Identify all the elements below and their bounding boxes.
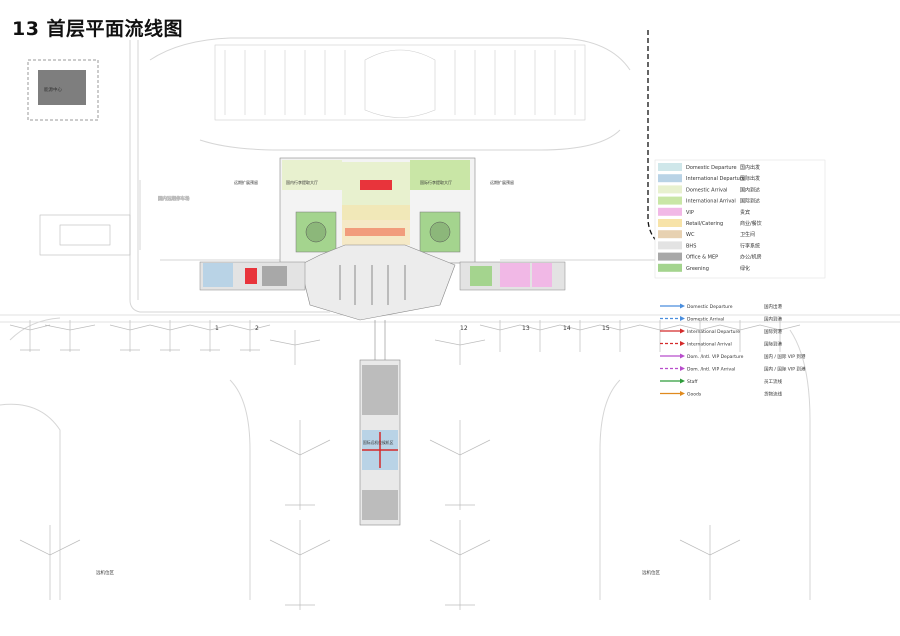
dom-expansion-label: 远期扩展预留 <box>234 179 258 185</box>
legend-area-swatch <box>658 163 682 171</box>
legend-flow-arrowhead <box>680 341 685 346</box>
legend-area-label-cn: 国内到达 <box>740 186 760 193</box>
intl-hall-label: 国际行李提取大厅 <box>420 179 452 185</box>
left-building: 国内远期停车场 <box>39 195 190 256</box>
legend-flow-label-en: International Arrival <box>687 341 732 347</box>
legend-flow-label-cn: 国内 / 国际 VIP 到港 <box>764 365 806 372</box>
legend-flow-arrowhead <box>680 391 685 396</box>
legend-flow-arrowhead <box>680 366 685 371</box>
remote-stand-right-label: 远机位区 <box>642 569 660 576</box>
stand-number-12: 12 <box>460 325 468 332</box>
legend-area-label-cn: 国内出发 <box>740 164 760 171</box>
legend-flow-label-cn: 货物流线 <box>764 390 782 397</box>
legend-area-label-cn: 卫生间 <box>740 231 755 238</box>
legend-areas-frame <box>654 159 826 279</box>
legend-area-label-cn: 办公/机房 <box>740 254 762 261</box>
legend-flow-arrowhead <box>680 303 685 309</box>
legend-flow-label-en: Dom. /Intl. VIP Arrival <box>687 366 735 372</box>
stand-number-15: 15 <box>602 325 610 332</box>
legend-flow-label-en: Staff <box>687 379 698 385</box>
legend-flow-label-cn: 国际到港 <box>764 340 782 347</box>
legend-area-swatch <box>658 219 682 227</box>
site-roads <box>0 37 900 600</box>
legend-area-swatch <box>658 207 682 216</box>
legend-area-label-cn: 商业/餐饮 <box>740 220 762 227</box>
legend-area-swatch <box>658 196 682 205</box>
stand-number-13: 13 <box>522 325 530 332</box>
legend-flow-arrowhead <box>680 353 685 359</box>
legend-flow-label-en: International Departure <box>687 329 740 335</box>
legend-flow-label-en: Domestic Arrival <box>687 316 724 322</box>
legend-area-label-en: International Departure <box>686 176 745 182</box>
legend-flow-label-cn: 员工流线 <box>764 378 782 385</box>
stand-number-2: 2 <box>255 325 259 332</box>
legend-flow-label-en: Dom. /Intl. VIP Departure <box>687 354 744 360</box>
legend-flows: Domestic Departure 国内出港 Domestic Arrival 国内… <box>660 303 806 397</box>
contact-stands <box>9 320 801 610</box>
legend-area-label-en: VIP <box>686 210 694 216</box>
stand-number-1: 1 <box>215 325 219 332</box>
stand-number-14: 14 <box>563 325 571 332</box>
pier: 国际远机位候机区 <box>359 359 401 526</box>
legend-area-label-cn: 绿化 <box>740 265 750 272</box>
intl-expansion-label: 远期扩展预留 <box>490 179 514 185</box>
legend-area-swatch <box>658 252 682 261</box>
dom-hall-label: 国内行李提取大厅 <box>286 179 318 185</box>
legend-area-label-cn: 行李系统 <box>740 242 760 249</box>
legend-area-label-en: WC <box>686 232 695 238</box>
legend-area-label-en: Domestic Arrival <box>686 187 727 193</box>
remote-stand-left-label: 远机位区 <box>96 569 114 576</box>
legend-area-label-en: Office & MEP <box>686 255 718 261</box>
legend-flow-label-en: Domestic Departure <box>687 304 733 310</box>
legend-flow-arrowhead <box>680 378 685 384</box>
legend-area-label-en: International Arrival <box>686 199 736 205</box>
legend-area-swatch <box>658 263 682 272</box>
legend-area-label-cn: 国际出发 <box>740 175 760 182</box>
pier-hall-label: 国际远机位候机区 <box>363 440 394 445</box>
legend-flow-label-en: Goods <box>687 391 702 397</box>
legend-flow-label-cn: 国内出港 <box>764 303 782 310</box>
legend-area-label-en: BHS <box>686 243 696 249</box>
legend-area-swatch <box>658 185 682 194</box>
legend-area-swatch <box>658 174 682 183</box>
legend-area-label-cn: 国际到达 <box>740 198 760 205</box>
side-wings <box>199 261 566 291</box>
legend-area-label-en: Retail/Catering <box>686 221 723 227</box>
legend-flow-label-cn: 国际到港 <box>764 328 782 335</box>
page-title: 13 首层平面流线图 <box>12 18 184 40</box>
legend-flow-label-cn: 国内 / 国际 VIP 到港 <box>764 353 806 360</box>
energy-center: 能源中心 <box>27 59 99 121</box>
energy-center-label: 能源中心 <box>44 86 62 93</box>
pier-connector <box>374 320 386 360</box>
remote-left-label: 国内远期停车场 <box>158 195 190 202</box>
central-hub <box>299 244 456 321</box>
legend-area-swatch <box>658 230 682 239</box>
legend-area-label-en: Domestic Departure <box>686 165 737 171</box>
legend-flow-arrowhead <box>680 328 685 334</box>
legend-area-swatch <box>658 241 682 250</box>
legend-flow-label-cn: 国内到港 <box>764 315 782 322</box>
legend-area-label-cn: 贵宾 <box>740 209 750 216</box>
legend-flow-arrowhead <box>680 316 685 321</box>
legend-area-label-en: Greening <box>686 266 709 272</box>
car-park <box>214 44 586 121</box>
